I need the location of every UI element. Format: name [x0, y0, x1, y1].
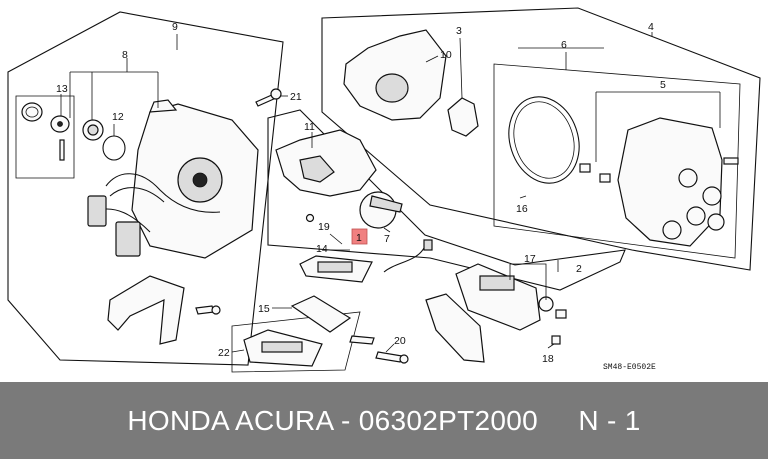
screw-18 — [551, 335, 561, 345]
cap-tower-4 — [662, 220, 682, 240]
group-outline-13 — [15, 95, 75, 179]
screw-6b — [599, 173, 611, 183]
coil-terminal — [479, 275, 515, 291]
callout-1: 1 — [356, 232, 362, 244]
seal-ring — [21, 102, 43, 122]
sensor-lead — [383, 243, 429, 273]
mount-bracket — [107, 275, 185, 345]
callout-17: 17 — [524, 253, 536, 265]
rotor-3 — [447, 97, 479, 137]
drawing-code: SM48-E0502E — [603, 363, 656, 372]
callout-22: 22 — [218, 347, 230, 359]
screw-20-head — [399, 354, 409, 364]
clip-20 — [349, 335, 375, 345]
condenser-22-face — [261, 341, 303, 353]
cap-10-bore — [375, 73, 409, 103]
callout-11: 11 — [304, 121, 315, 133]
callout-21: 21 — [290, 91, 302, 103]
callout-9: 9 — [172, 21, 178, 33]
callout-7: 7 — [384, 233, 390, 245]
housing-shaft — [192, 172, 208, 188]
callout-12: 12 — [112, 111, 124, 123]
bearing-hole — [57, 121, 63, 127]
cap-tower-3 — [686, 206, 706, 226]
sensor-plug — [423, 239, 433, 251]
callout-4: 4 — [648, 21, 654, 33]
part-number-text: HONDA ACURA - 06302PT2000 N - 1 — [127, 404, 641, 436]
callout-13: 13 — [56, 83, 68, 95]
connector-b — [115, 221, 141, 257]
gasket-16-inner — [513, 101, 575, 179]
group-outline-6 — [493, 63, 741, 259]
cap-cover-11-slot — [299, 155, 335, 183]
part-number-banner: HONDA ACURA - 06302PT2000 N - 1 — [0, 382, 768, 459]
callout-1-highlight — [351, 228, 368, 245]
cap-tower-5 — [707, 213, 725, 231]
cap-tower-2 — [702, 186, 722, 206]
o-ring-part — [102, 135, 126, 161]
ignitor-module-face — [317, 261, 353, 273]
callout-19: 19 — [318, 221, 330, 233]
screw-20 — [375, 351, 403, 363]
callout-18: 18 — [542, 353, 554, 365]
screw-19 — [305, 213, 315, 223]
screw-6a — [579, 163, 591, 173]
callout-2: 2 — [576, 263, 582, 275]
callout-14: 14 — [316, 243, 328, 255]
pin-part — [59, 139, 65, 161]
parts-diagram: 9 8 13 12 21 3 10 4 6 5 11 16 19 1 7 14 … — [7, 7, 761, 373]
connector-a — [87, 195, 107, 227]
coil-bracket — [425, 293, 485, 363]
screw-18b — [555, 309, 567, 319]
group-outline-9 — [7, 11, 284, 366]
housing-mount-tab — [149, 99, 178, 113]
plate-15 — [290, 295, 352, 333]
bolt-21-head — [270, 88, 282, 100]
callout-5: 5 — [660, 79, 666, 91]
bracket-screw-head — [211, 305, 221, 315]
rotor-7-arm — [369, 195, 403, 213]
leader-lines — [60, 32, 721, 353]
group-outline-4 — [321, 7, 761, 271]
bracket-screw — [195, 305, 215, 315]
cap-tower-1 — [678, 168, 698, 188]
callout-15: 15 — [258, 303, 270, 315]
callout-20: 20 — [394, 335, 406, 347]
callout-16: 16 — [516, 203, 528, 215]
ignition-coil-17 — [455, 263, 541, 331]
callout-3: 3 — [456, 25, 462, 37]
callout-6: 6 — [561, 39, 567, 51]
seal-ring-inner — [25, 106, 39, 118]
cap-screw — [723, 157, 739, 165]
callout-10: 10 — [440, 49, 452, 61]
gasket-16 — [508, 96, 580, 184]
oil-seal-inner — [87, 124, 99, 136]
callout-8: 8 — [122, 49, 128, 61]
